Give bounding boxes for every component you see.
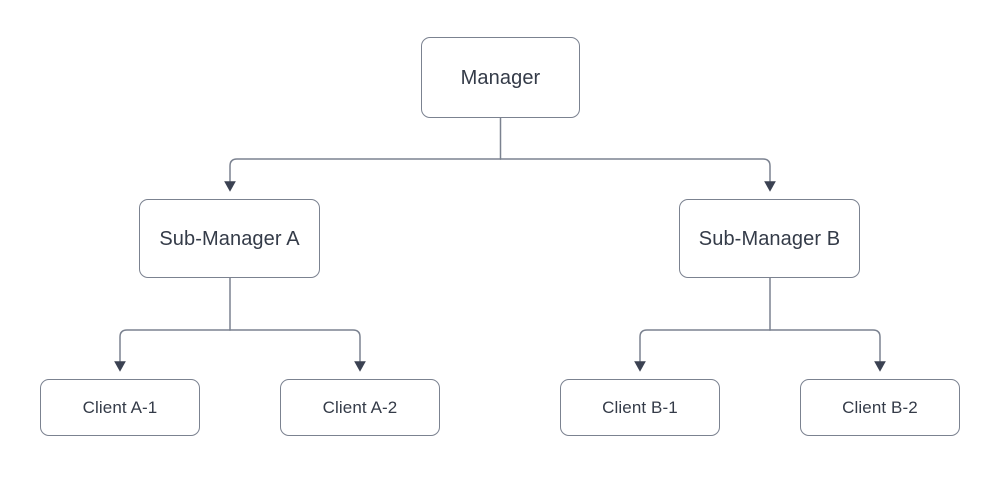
node-client-b2-label: Client B-2 (842, 398, 918, 417)
node-sub-manager-a[interactable]: Sub-Manager A (139, 199, 320, 278)
node-sub-manager-a-label: Sub-Manager A (159, 227, 300, 250)
node-client-a2-label: Client A-2 (322, 398, 398, 417)
node-client-b1-label: Client B-1 (602, 398, 678, 417)
node-sub-manager-b[interactable]: Sub-Manager B (679, 199, 860, 278)
node-client-a1[interactable]: Client A-1 (40, 379, 200, 436)
node-client-a2[interactable]: Client A-2 (280, 379, 440, 436)
edge-sub-manager-a-to-client-a2 (229, 329, 366, 372)
node-client-a1-label: Client A-1 (82, 398, 158, 417)
edge-manager-to-sub-manager-a (224, 158, 502, 192)
node-client-b2[interactable]: Client B-2 (800, 379, 960, 436)
node-client-b1[interactable]: Client B-1 (560, 379, 720, 436)
edge-sub-manager-a-to-client-a1 (114, 329, 231, 372)
edge-sub-manager-b-to-client-b1 (634, 329, 771, 372)
edge-manager-to-sub-manager-b (499, 158, 776, 192)
edge-sub-manager-b-to-client-b2 (769, 329, 886, 372)
node-sub-manager-b-label: Sub-Manager B (698, 227, 841, 250)
node-manager[interactable]: Manager (421, 37, 580, 118)
node-manager-label: Manager (460, 66, 541, 89)
